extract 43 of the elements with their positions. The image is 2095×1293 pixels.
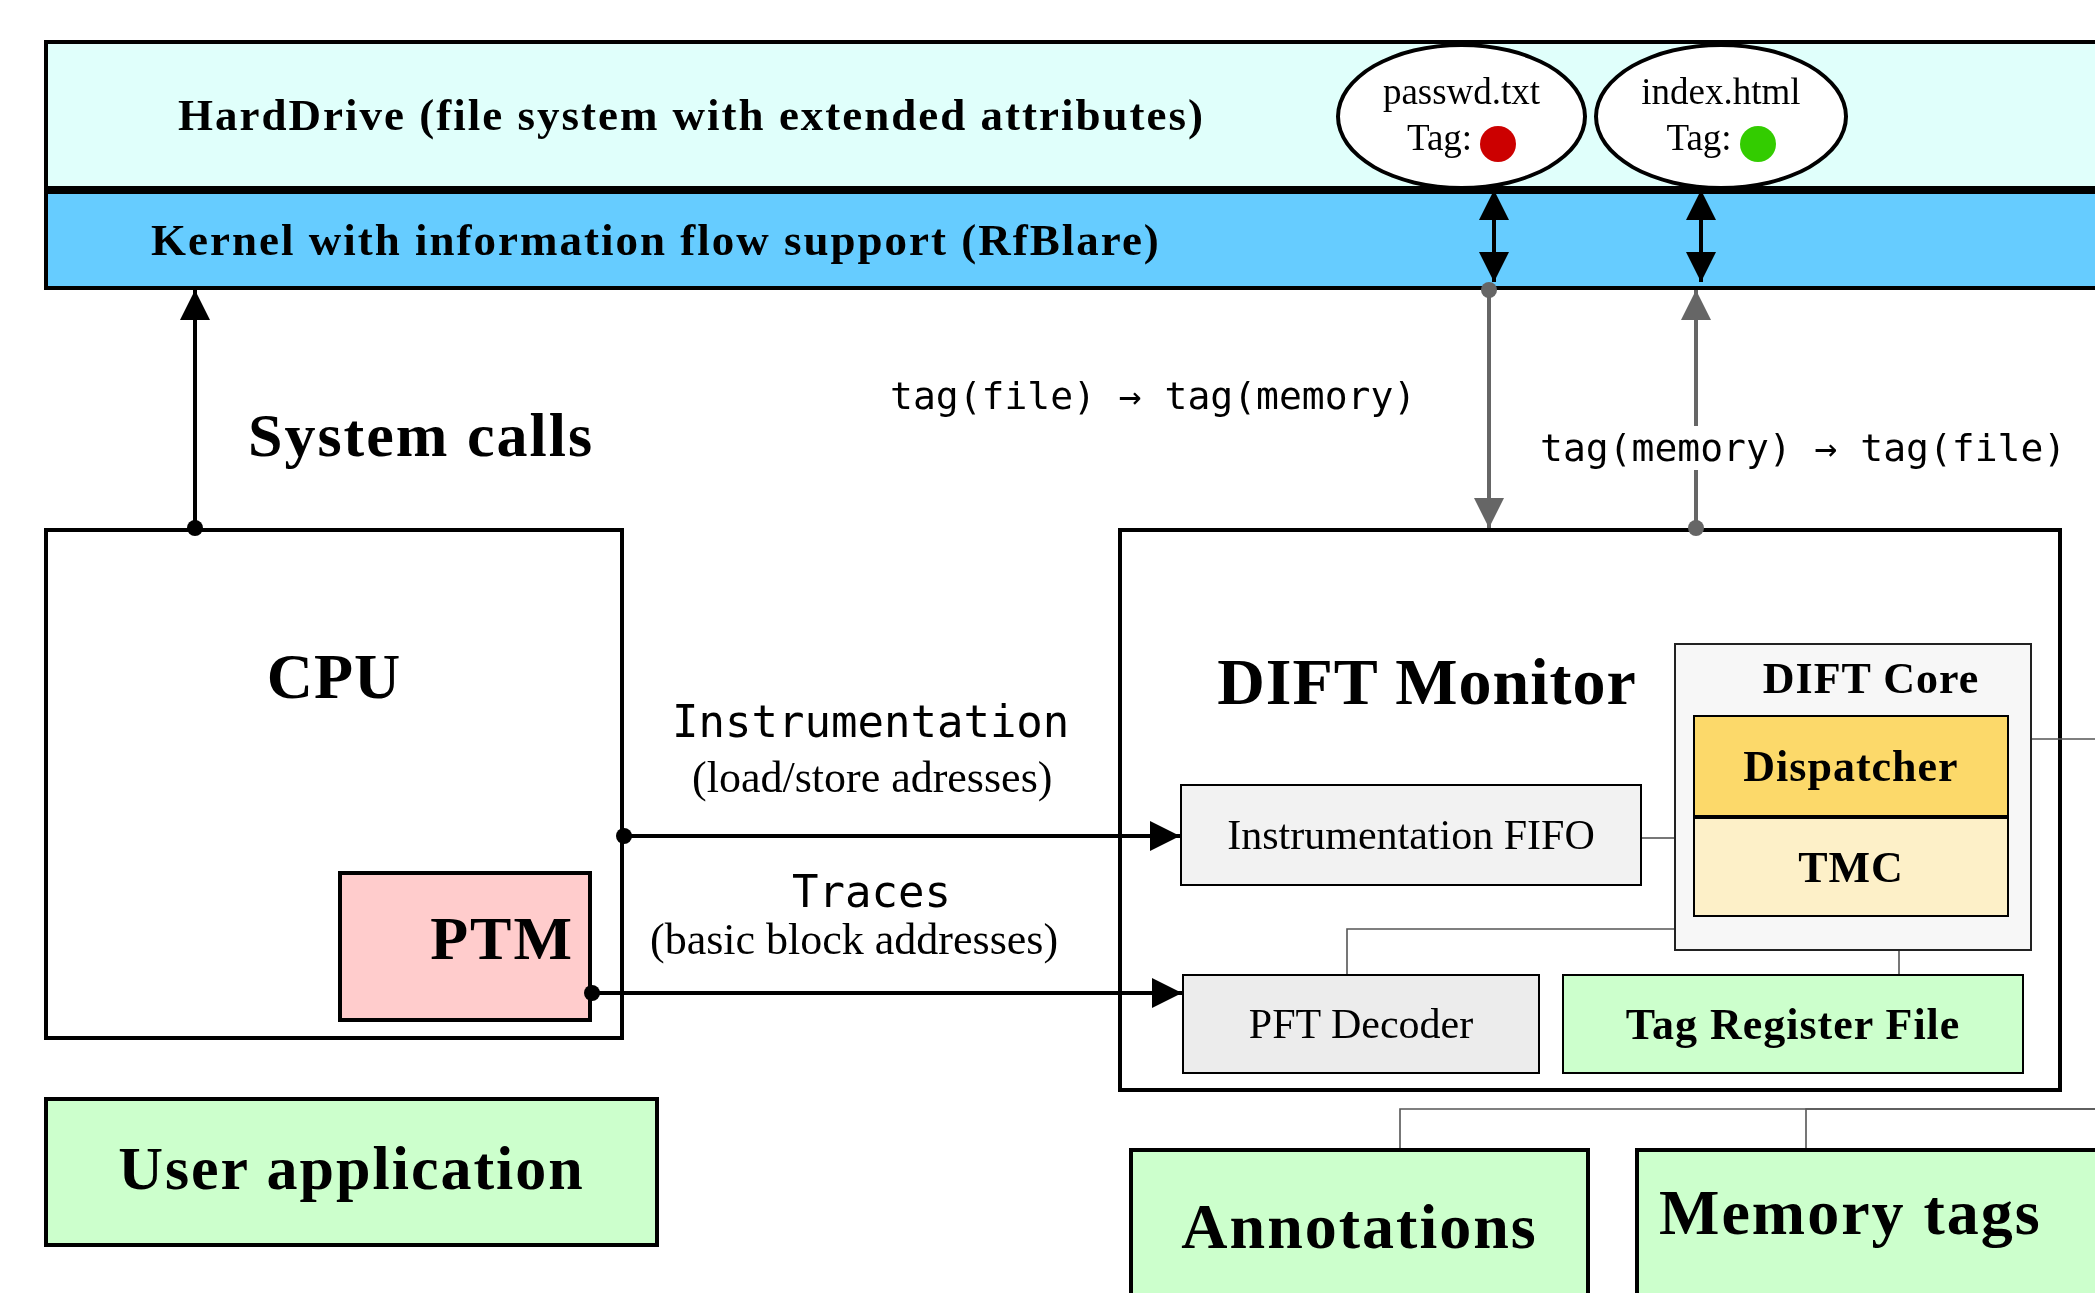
component-box xyxy=(1118,528,2062,1092)
node-text: Kernel with information flow support (RfBlare) xyxy=(151,214,1161,266)
unit-box xyxy=(1562,974,2024,1074)
connector-line xyxy=(1898,950,1900,975)
module-box xyxy=(1182,974,1540,1074)
node-text: Tag Register File xyxy=(1625,998,1961,1050)
edge-note: (basic block addresses) xyxy=(650,914,1059,965)
component-box xyxy=(44,1097,659,1247)
component-box xyxy=(1129,1148,1590,1293)
arrow xyxy=(616,821,1180,851)
box-title: DIFT Monitor xyxy=(1216,644,1638,720)
component-box xyxy=(1635,1148,2095,1293)
module-box xyxy=(338,871,592,1022)
node-text: Tag: xyxy=(1666,116,1732,158)
node-text: PTM xyxy=(430,903,574,974)
node-text: Instrumentation FIFO xyxy=(1227,811,1595,859)
node-text: index.html xyxy=(1641,70,1801,113)
node-text: User application xyxy=(118,1133,585,1204)
connector-line xyxy=(1805,1108,2095,1149)
arrow xyxy=(1474,282,1504,528)
arrow xyxy=(584,978,1182,1008)
node-text: Dispatcher xyxy=(1743,740,1959,792)
box-title: DIFT Core xyxy=(1761,653,1981,704)
arrow xyxy=(180,290,210,536)
unit-box xyxy=(1693,817,2009,917)
core-box xyxy=(1674,643,2032,951)
module-box xyxy=(1180,784,1642,886)
layer-band xyxy=(44,40,2095,190)
node-text: TMC xyxy=(1798,841,1904,893)
connector-line xyxy=(1641,837,1675,839)
node-text: Tag: xyxy=(1406,116,1473,158)
box-title: CPU xyxy=(265,640,403,714)
layer-band xyxy=(44,190,2095,290)
edge-note: (load/store adresses) xyxy=(692,752,1053,803)
node-text: PFT Decoder xyxy=(1248,1000,1474,1048)
connector-line xyxy=(1346,928,1675,975)
node-text: HardDrive (file system with extended attributes) xyxy=(178,89,1206,141)
connector-line xyxy=(2031,738,2095,740)
node-text: Memory tags xyxy=(1659,1176,2042,1250)
node-text: passwd.txt xyxy=(1382,70,1541,113)
component-box xyxy=(44,528,624,1040)
node-text: Annotations xyxy=(1181,1190,1538,1264)
unit-box xyxy=(1693,715,2009,817)
